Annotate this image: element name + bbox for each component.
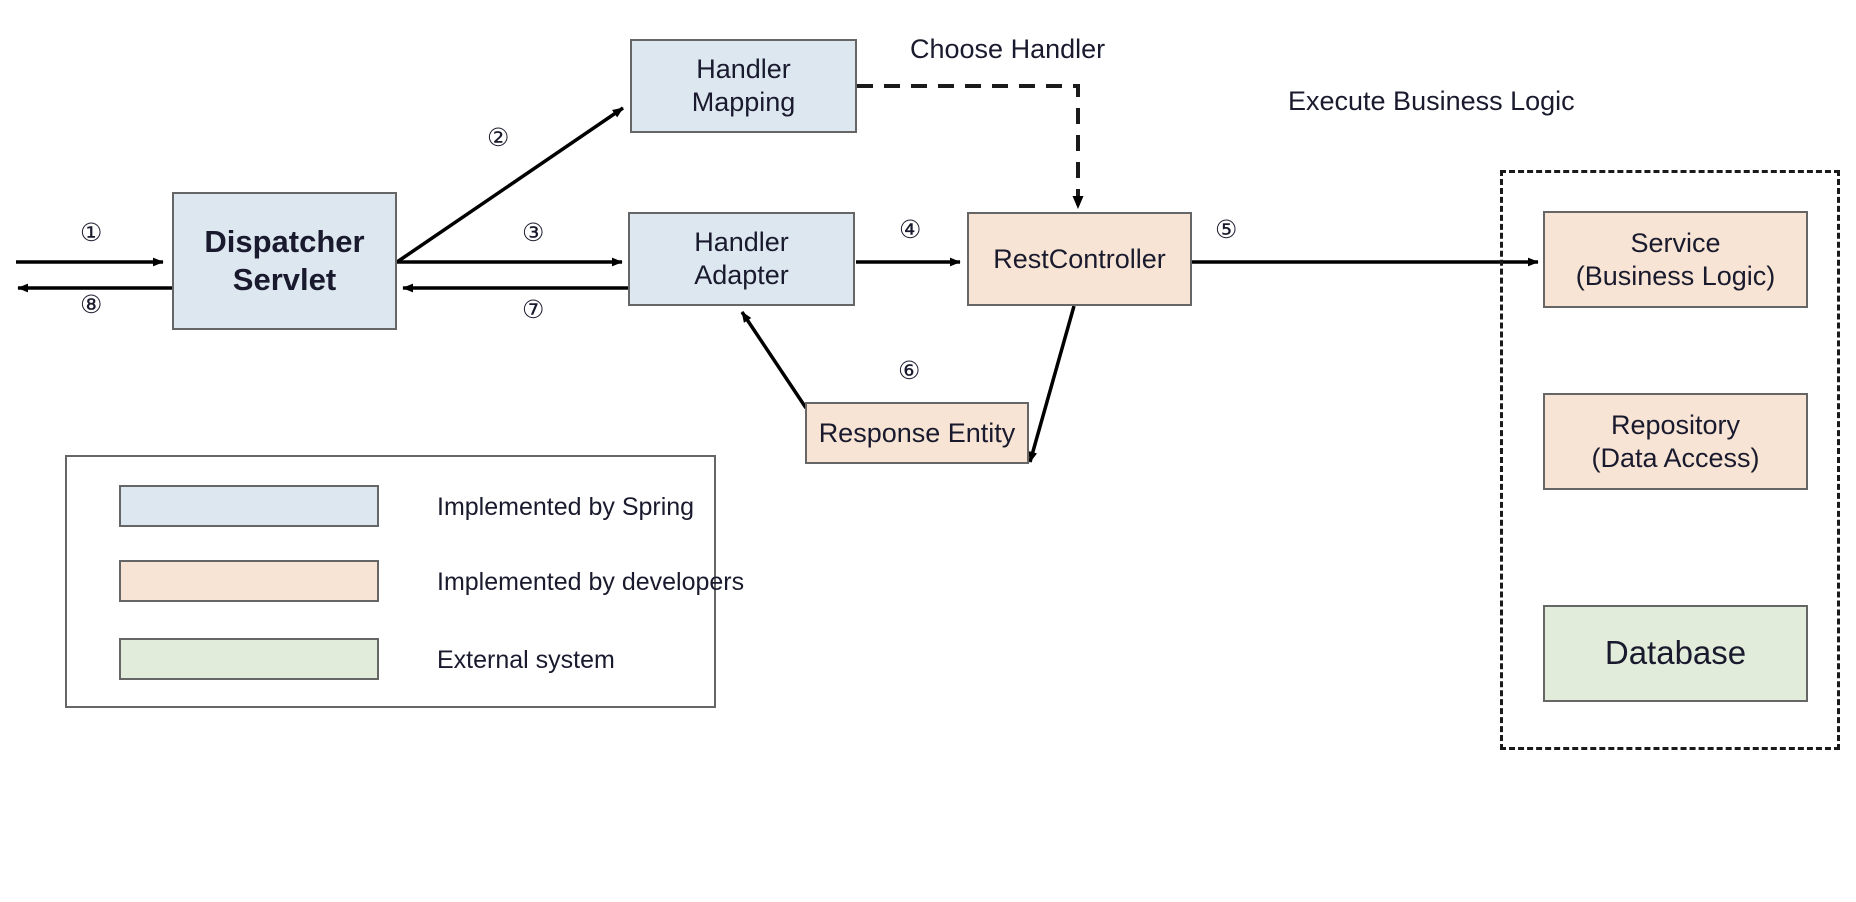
legend-swatch-external bbox=[119, 638, 379, 680]
handler-mapping-line-2: Mapping bbox=[691, 87, 796, 117]
node-database[interactable]: Database bbox=[1543, 605, 1808, 702]
execute-business-logic-group bbox=[1500, 170, 1840, 750]
legend-label-developers: Implemented by developers bbox=[437, 568, 745, 596]
legend-label-external: External system bbox=[437, 646, 615, 674]
step-number-1: ① bbox=[80, 219, 103, 247]
rest-controller-label: RestController bbox=[993, 243, 1166, 274]
service-line-2: (Business Logic) bbox=[1575, 260, 1776, 291]
execute-business-logic-label: Execute Business Logic bbox=[1288, 86, 1575, 116]
arrow-step-2 bbox=[396, 106, 624, 264]
step-number-8: ⑧ bbox=[80, 291, 103, 319]
repository-line-1: Repository bbox=[1610, 409, 1741, 440]
node-handler-mapping[interactable]: Handler Mapping bbox=[630, 39, 857, 133]
node-response-entity[interactable]: Response Entity bbox=[805, 402, 1029, 464]
node-rest-controller[interactable]: RestController bbox=[967, 212, 1192, 306]
service-line-1: Service bbox=[1630, 227, 1721, 258]
legend-swatch-spring bbox=[119, 485, 379, 527]
step-number-7: ⑦ bbox=[522, 296, 545, 324]
choose-handler-label: Choose Handler bbox=[910, 34, 1106, 64]
step-number-5: ⑤ bbox=[1215, 216, 1238, 244]
arrow-restcontroller-to-response-entity bbox=[1028, 305, 1076, 463]
dispatcher-servlet-line-1: Dispatcher bbox=[204, 224, 365, 260]
arrow-step-6 bbox=[740, 311, 808, 409]
legend-panel: Implemented by Spring Implemented by dev… bbox=[65, 455, 744, 708]
handler-mapping-line-1: Handler bbox=[696, 54, 791, 85]
node-dispatcher-servlet[interactable]: Dispatcher Servlet bbox=[172, 192, 397, 330]
step-number-2: ② bbox=[487, 124, 510, 152]
handler-adapter-line-2: Adapter bbox=[694, 260, 789, 290]
node-repository[interactable]: Repository (Data Access) bbox=[1543, 393, 1808, 490]
arrow-choose-handler bbox=[857, 84, 1084, 209]
response-entity-label: Response Entity bbox=[818, 417, 1016, 448]
database-label: Database bbox=[1604, 634, 1747, 672]
legend-swatch-developers bbox=[119, 560, 379, 602]
step-number-3: ③ bbox=[522, 219, 545, 247]
handler-adapter-line-1: Handler bbox=[694, 227, 789, 258]
legend-label-spring: Implemented by Spring bbox=[437, 493, 695, 521]
node-handler-adapter[interactable]: Handler Adapter bbox=[628, 212, 855, 306]
step-number-4: ④ bbox=[899, 216, 922, 244]
node-service[interactable]: Service (Business Logic) bbox=[1543, 211, 1808, 308]
repository-line-2: (Data Access) bbox=[1591, 442, 1760, 473]
step-number-6: ⑥ bbox=[898, 357, 921, 385]
dispatcher-servlet-line-2: Servlet bbox=[232, 262, 337, 297]
